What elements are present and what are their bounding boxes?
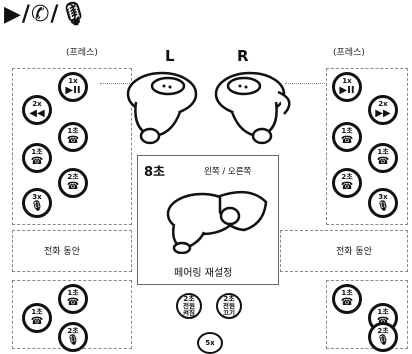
finger-press-illustration xyxy=(166,190,268,254)
button-count: 1x xyxy=(342,77,352,85)
microphone-icon: 🎙 xyxy=(30,201,44,212)
phone-icon: ✆ xyxy=(30,2,51,27)
button-count: 2초 xyxy=(377,327,389,335)
button-count: 1초 xyxy=(377,308,389,316)
pairing-caption: 페어링 재설정 xyxy=(174,268,233,279)
right-reject-button[interactable]: 2초 ☎ xyxy=(332,168,362,198)
button-count: 2초 xyxy=(183,294,195,303)
left-answer-button[interactable]: 1초 ☎ xyxy=(22,143,52,173)
right-next-button[interactable]: 2x ▶▶ xyxy=(368,95,398,125)
button-count: 1초 xyxy=(377,148,389,156)
power-label: 전원 xyxy=(223,301,235,310)
button-count: 2x xyxy=(378,100,388,108)
during-call-label-left: 전화 동안 xyxy=(44,247,80,257)
button-count: 1초 xyxy=(67,289,79,297)
left-reject-button[interactable]: 2초 ☎ xyxy=(58,168,88,198)
power-label: 전원 xyxy=(183,301,195,310)
microphone-icon: 🎙 xyxy=(59,2,89,27)
button-count: 2x xyxy=(32,100,42,108)
hangup-icon: ☎ xyxy=(340,135,354,146)
microphone-icon: 🎙 xyxy=(66,335,80,346)
button-count: 1초 xyxy=(31,148,43,156)
microphone-icon: 🎙 xyxy=(376,335,390,346)
fast-forward-icon: ▶▶ xyxy=(375,108,391,119)
hangup-icon: ☎ xyxy=(340,297,354,308)
call-left-answer-button[interactable]: 1초 ☎ xyxy=(22,303,52,333)
during-call-label-right: 전화 동안 xyxy=(336,247,372,257)
power-state: 끄기 xyxy=(223,308,235,317)
hangup-icon: ☎ xyxy=(66,297,80,308)
phone-reject-icon: ☎ xyxy=(66,181,80,192)
play-pause-icon: ▶II xyxy=(339,85,355,96)
left-previous-button[interactable]: 2x ◀◀ xyxy=(22,95,52,125)
press-label-right: (프레스) xyxy=(333,48,365,58)
call-left-mute-button[interactable]: 2초 🎙 xyxy=(58,322,88,352)
button-count: 3x xyxy=(32,193,42,201)
factory-reset-button[interactable]: 5x xyxy=(197,332,223,354)
power-on-button[interactable]: 2초 전원 켜짐 xyxy=(176,293,202,319)
right-voice-assistant-button[interactable]: 3x 🎙 xyxy=(368,188,398,218)
button-count: 2초 xyxy=(341,173,353,181)
phone-icon: ☎ xyxy=(30,156,44,167)
left-earbud-label: L xyxy=(165,47,175,65)
play-pause-icon: ▶II xyxy=(65,85,81,96)
call-right-frame xyxy=(280,230,408,272)
rewind-icon: ◀◀ xyxy=(29,108,45,119)
button-count: 2초 xyxy=(67,327,79,335)
press-label-left: (프레스) xyxy=(66,48,98,58)
phone-icon: ☎ xyxy=(376,156,390,167)
phone-reject-icon: ☎ xyxy=(340,181,354,192)
call-left-end-button[interactable]: 1초 ☎ xyxy=(58,284,88,314)
hangup-icon: ☎ xyxy=(66,135,80,146)
right-answer-button[interactable]: 1초 ☎ xyxy=(368,143,398,173)
button-count: 5x xyxy=(205,338,215,347)
right-earbud-label: R xyxy=(237,47,249,65)
left-controls-frame xyxy=(12,68,132,225)
pairing-side: 왼쪽 / 오른쪽 xyxy=(204,167,252,177)
right-end-call-button[interactable]: 1초 ☎ xyxy=(332,122,362,152)
phone-icon: ☎ xyxy=(377,316,389,327)
header-symbols: ▶/✆/🎙 xyxy=(4,2,89,27)
microphone-icon: 🎙 xyxy=(376,201,390,212)
earbuds-illustration xyxy=(126,71,291,145)
right-controls-frame xyxy=(326,68,408,225)
button-count: 1초 xyxy=(31,308,43,316)
call-right-end-button[interactable]: 1초 ☎ xyxy=(332,284,362,314)
button-count: 2초 xyxy=(223,294,235,303)
button-count: 2초 xyxy=(67,173,79,181)
left-play-pause-button[interactable]: 1x ▶II xyxy=(58,72,88,102)
call-right-mute-button[interactable]: 2초 🎙 xyxy=(368,322,398,352)
left-end-call-button[interactable]: 1초 ☎ xyxy=(58,122,88,152)
phone-icon: ☎ xyxy=(30,316,44,327)
power-off-button[interactable]: 2초 전원 끄기 xyxy=(216,293,242,319)
call-left-frame xyxy=(12,230,132,272)
button-count: 3x xyxy=(378,193,388,201)
pairing-seconds: 8초 xyxy=(144,165,166,180)
play-icon: ▶ xyxy=(4,2,22,27)
left-voice-assistant-button[interactable]: 3x 🎙 xyxy=(22,188,52,218)
connector-right xyxy=(285,83,325,84)
connector-left xyxy=(100,83,130,84)
button-count: 1초 xyxy=(67,127,79,135)
power-state: 켜짐 xyxy=(183,308,195,317)
button-count: 1초 xyxy=(341,127,353,135)
right-play-pause-button[interactable]: 1x ▶II xyxy=(332,72,362,102)
pairing-reset-panel: 8초 왼쪽 / 오른쪽 페어링 재설정 xyxy=(137,155,279,285)
button-count: 1x xyxy=(68,77,78,85)
button-count: 1초 xyxy=(341,289,353,297)
